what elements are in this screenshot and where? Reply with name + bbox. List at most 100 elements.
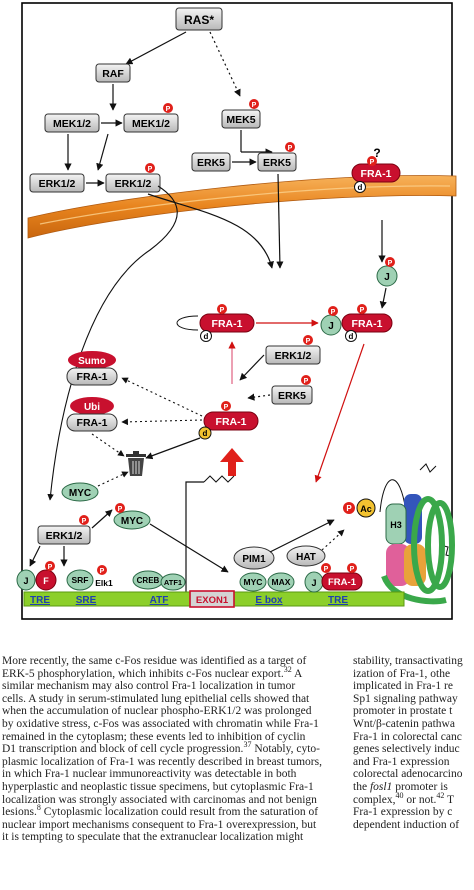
svg-text:P: P (252, 102, 257, 109)
text-line: colorectal adenocarcino (353, 768, 463, 781)
svg-text:ERK1/2: ERK1/2 (46, 530, 83, 542)
red-up-arrow-icon (220, 448, 244, 476)
svg-text:P: P (304, 378, 309, 385)
svg-text:SRE: SRE (76, 595, 97, 606)
text-line: genes selectively induc (353, 743, 460, 756)
svg-text:P: P (331, 309, 336, 316)
svg-text:ERK1/2: ERK1/2 (115, 178, 152, 190)
svg-text:MYC: MYC (244, 577, 263, 587)
myc-node: MYC (61, 482, 99, 502)
dna-labels: TRE SRE ATF EXON1 E box TRE (30, 595, 348, 606)
text-line: remained in the cytoplasm; these events … (2, 730, 306, 743)
body-text-right-column: stability, transactivating ization of Fr… (353, 655, 474, 831)
svg-text:FRA-1: FRA-1 (77, 417, 108, 429)
text-line: by oxidative stress, c-Fos was associate… (2, 717, 319, 730)
svg-text:P: P (288, 145, 293, 152)
hat-node: HAT (286, 545, 326, 567)
svg-text:PIM1: PIM1 (242, 554, 266, 565)
svg-text:P: P (100, 568, 105, 575)
jun-fra1-complex: J P FRA-1 P d (320, 304, 393, 342)
svg-text:MEK1/2: MEK1/2 (53, 118, 91, 130)
svg-text:TRE: TRE (30, 595, 50, 606)
text-line: ERK-5 phosphorylation, which inhibits c-… (2, 664, 303, 680)
svg-text:FRA-1: FRA-1 (352, 318, 383, 330)
svg-text:H3: H3 (390, 520, 402, 530)
text-line: localization was strongly associated wit… (2, 793, 317, 806)
jun-phospho-node: J P (376, 257, 398, 287)
svg-text:FRA-1: FRA-1 (216, 416, 247, 428)
svg-text:J: J (23, 576, 28, 586)
svg-text:SRF: SRF (72, 575, 89, 585)
svg-text:RAF: RAF (102, 68, 124, 80)
erk12-phospho-node: ERK1/2 P (105, 163, 161, 193)
text-line: implicated in Fra-1 re (353, 680, 453, 693)
svg-text:FRA-1: FRA-1 (212, 318, 243, 330)
fra1-nuclear-node: FRA-1 P d (176, 304, 255, 342)
svg-text:J: J (328, 321, 334, 332)
svg-text:RAS*: RAS* (184, 13, 214, 27)
body-text-left-column: More recently, the same c-Fos residue wa… (2, 655, 338, 844)
svg-text:MEK5: MEK5 (226, 114, 255, 126)
svg-text:MEK1/2: MEK1/2 (132, 118, 170, 130)
svg-text:Ubi: Ubi (84, 402, 100, 413)
fra1-center-node: FRA-1 P d (198, 401, 259, 440)
text-line: ization of Fra-1, othe (353, 667, 451, 680)
ras-node: RAS* (175, 7, 223, 31)
jun-fos-on-tre: J F P (16, 561, 57, 591)
svg-text:TRE: TRE (328, 595, 348, 606)
text-line: the fosl1 promoter is (353, 780, 448, 793)
svg-text:P: P (224, 404, 229, 411)
erk5-phospho-node: ERK5 P (257, 142, 297, 172)
svg-text:ATF: ATF (150, 595, 169, 606)
svg-text:FRA-1: FRA-1 (77, 371, 108, 383)
text-line: nuclear import mechanisms consequent to … (2, 818, 317, 831)
erk5-node: ERK5 (191, 152, 231, 172)
dna-strand (23, 590, 405, 608)
text-line: D1 transcription and block of cell cycle… (2, 740, 320, 756)
svg-text:ERK5: ERK5 (197, 157, 225, 169)
text-line: complex,40 or not.42 T (353, 790, 455, 806)
signaling-figure: RAS* RAF MEK1/2 MEK1/2 P MEK5 P ERK5 ERK… (16, 2, 457, 620)
text-line: promoter in prostate t (353, 705, 453, 718)
nuclear-membrane (27, 175, 457, 239)
svg-text:P: P (166, 106, 171, 113)
svg-text:P: P (350, 566, 355, 573)
svg-text:P: P (118, 506, 123, 513)
srf-elk1-on-sre: SRF Elk1 P (66, 565, 113, 591)
text-line: stability, transactivating (353, 655, 463, 667)
erk12-node: ERK1/2 (29, 173, 85, 193)
text-line: plasmic localization of Fra-1 was recent… (2, 755, 322, 768)
pim1-node: PIM1 (233, 546, 275, 570)
svg-text:P: P (48, 564, 53, 571)
svg-text:MYC: MYC (69, 488, 91, 499)
svg-text:Sumo: Sumo (78, 356, 106, 367)
svg-text:MYC: MYC (121, 516, 143, 527)
erk12-mid-node: ERK1/2 P (265, 335, 321, 365)
svg-text:E box: E box (255, 595, 283, 606)
svg-text:d: d (204, 332, 209, 341)
svg-text:J: J (311, 578, 316, 588)
sumo-fra1: Sumo FRA-1 (66, 351, 118, 386)
svg-text:MAX: MAX (272, 577, 291, 587)
text-line: and Fra-1 expression (353, 755, 450, 768)
raf-node: RAF (95, 63, 131, 83)
svg-text:P: P (370, 159, 375, 166)
svg-text:ATF1: ATF1 (164, 578, 182, 587)
text-line: cells. A study in serum-stimulated lung … (2, 692, 310, 705)
figure-frame (21, 2, 453, 620)
svg-text:ERK1/2: ERK1/2 (275, 350, 312, 362)
svg-text:Ac: Ac (360, 504, 372, 514)
svg-text:HAT: HAT (296, 552, 316, 563)
svg-text:?: ? (373, 146, 380, 160)
svg-text:J: J (384, 272, 390, 283)
svg-text:ERK1/2: ERK1/2 (39, 178, 76, 190)
text-line: hyperplastic and neoplastic tissue speci… (2, 780, 314, 793)
myc-max-on-ebox: MYC MAX (239, 572, 295, 592)
degradation-trash-icon (126, 451, 146, 476)
svg-text:P: P (346, 504, 352, 513)
text-line: when the accumulation of nuclear phospho… (2, 705, 312, 718)
svg-text:ERK5: ERK5 (263, 157, 291, 169)
svg-text:EXON1: EXON1 (196, 595, 229, 606)
text-line: dependent induction of (353, 818, 460, 831)
svg-text:d: d (203, 429, 208, 438)
